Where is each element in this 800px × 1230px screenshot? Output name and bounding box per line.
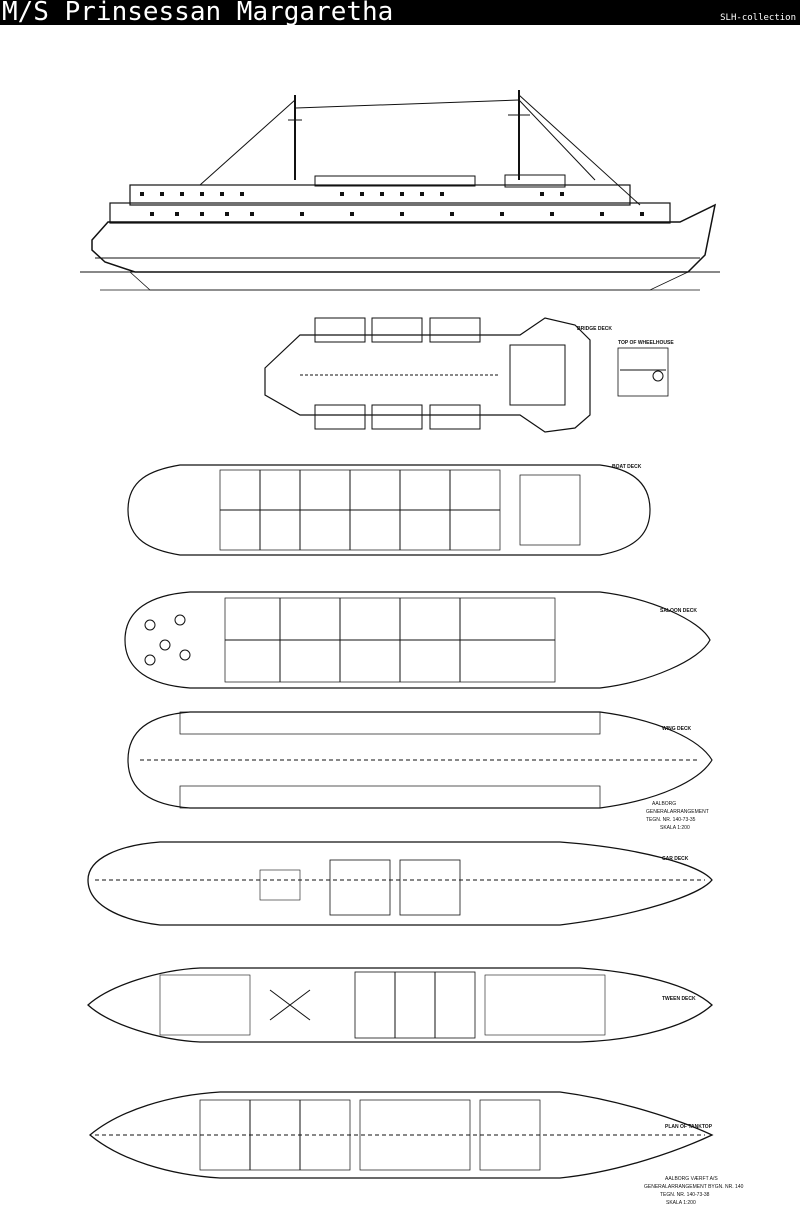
bridge-deck-plan: [264, 317, 591, 433]
bridge-deck-label: BRIDGE DECK: [577, 326, 612, 332]
saloon-deck-plan: [124, 591, 711, 689]
mid-note-4: SKALA 1:200: [660, 825, 690, 831]
bottom-note-4: SKALA 1:200: [666, 1200, 696, 1206]
mid-note-2: GENERALARRANGEMENT: [646, 809, 709, 815]
car-deck-label: CAR DECK: [662, 856, 689, 862]
saloon-deck-label: SALOON DECK: [660, 608, 697, 614]
title-bar: M/S Prinsessan Margaretha SLH-collection: [0, 0, 800, 27]
mid-note-1: AALBORG: [652, 801, 676, 807]
mid-note-3: TEGN. NR. 140-73-35: [646, 817, 696, 823]
boat-deck-plan: [127, 464, 651, 556]
bottom-note-2: GENERALARRANGEMENT BYGN. NR. 140: [644, 1184, 744, 1190]
side-elevation: [80, 90, 720, 291]
boat-deck-label: BOAT DECK: [612, 464, 642, 470]
tanktop-plan: [88, 1091, 714, 1179]
wing-deck-plan: [127, 711, 713, 809]
side-windows: [140, 192, 644, 216]
top-of-wheelhouse-label: TOP OF WHEELHOUSE: [618, 340, 674, 346]
collection-label: SLH-collection: [720, 13, 796, 23]
top-of-wheelhouse-plan: [617, 347, 669, 397]
wing-deck-label: WING DECK: [662, 726, 692, 732]
ship-drawing: BRIDGE DECK TOP OF WHEELHOUSE BOAT DECK …: [80, 90, 744, 1206]
bottom-note-1: AALBORG VÆRFT A/S: [665, 1176, 718, 1182]
tween-deck-label: TWEEN DECK: [662, 996, 696, 1002]
bottom-note-3: TEGN. NR. 140-73-38: [660, 1192, 710, 1198]
tanktop-label: PLAN OF TANKTOP: [665, 1124, 713, 1130]
car-deck-plan: [87, 841, 713, 926]
tween-deck-plan: [87, 967, 713, 1043]
page-title: M/S Prinsessan Margaretha: [2, 0, 394, 27]
